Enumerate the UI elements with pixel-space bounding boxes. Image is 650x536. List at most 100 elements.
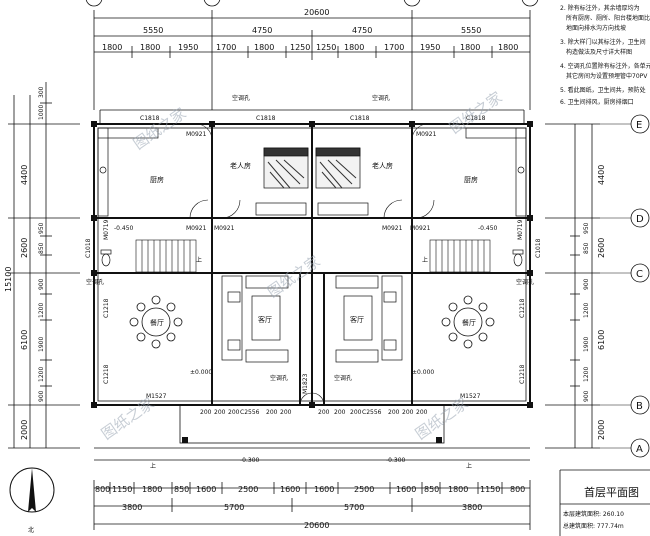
left-sub-dim-3: 950	[38, 222, 45, 234]
bottom-main-dim-4: 3800	[462, 503, 482, 512]
floor-area-line: 本层建筑面积: 260.10	[563, 510, 624, 518]
tag-up-porch-right: 上	[466, 462, 472, 470]
axis-bubbles-right	[630, 114, 650, 458]
dining-right-label: 餐厅	[462, 318, 476, 327]
bottom-main-dim-3: 5700	[344, 503, 364, 512]
axis-label-A: A	[636, 444, 643, 455]
note-line-5: 构造做法及尺寸详大样图	[566, 48, 632, 56]
bottom-sub-dim-5: 1600	[196, 485, 216, 494]
tag-c1818-1: C1818	[140, 115, 160, 122]
top-sub-dim-10: 1950	[420, 43, 440, 52]
axis-label-D: D	[636, 214, 644, 225]
ac-hole-bottom-left: 空调孔	[270, 374, 288, 382]
right-sub-dim-5: 1900	[583, 337, 590, 352]
left-sub-dim-1: 1000	[38, 105, 45, 120]
ac-hole-bottom-right: 空调孔	[334, 374, 352, 382]
axis-label-B: B	[636, 401, 643, 412]
tag-m0921-5: M0921	[382, 225, 403, 232]
level-minus030-left: -0.300	[240, 457, 260, 464]
left-sub-dim-5: 900	[38, 278, 45, 290]
level-minus030-right: -0.300	[386, 457, 406, 464]
tag-c1218-left-2: C1218	[103, 364, 110, 384]
left-sub-dim-7: 1900	[38, 337, 45, 352]
overall-width-top: 20600	[304, 8, 329, 17]
tag-up-right: 上	[422, 256, 428, 264]
ac-hole-top-left: 空调孔	[232, 94, 250, 102]
tag-c2556-left: C2556	[240, 409, 260, 416]
left-sub-dim-6: 1200	[38, 303, 45, 318]
right-sub-dim-4: 1200	[583, 303, 590, 318]
tag-up-left: 上	[196, 256, 202, 264]
tag-w200-5: 200	[280, 409, 292, 416]
axis-label-E: E	[636, 120, 642, 131]
elder-beds	[263, 147, 361, 189]
elder-room-left-label: 老人房	[230, 161, 251, 170]
left-main-dim-3: 6100	[20, 330, 29, 350]
sofa-sets	[221, 275, 403, 363]
bottom-sub-dim-1: 800	[95, 485, 110, 494]
watermark-3: 图纸之家	[264, 252, 323, 301]
dining-tables	[129, 295, 495, 349]
note-line-8: 5. 看此图纸，卫生间共，预防处	[560, 86, 646, 94]
tag-c1818-4: C1818	[466, 115, 486, 122]
top-axis-bubbles	[85, 0, 539, 7]
tag-w200-7: 200	[334, 409, 346, 416]
north-label: 北	[28, 526, 34, 534]
columns	[91, 121, 533, 443]
tag-m0921-6: M0921	[410, 225, 431, 232]
bottom-main-dim-2: 5700	[224, 503, 244, 512]
left-sub-dim-4: 850	[38, 242, 45, 254]
top-sub-dim-6: 1250	[290, 43, 310, 52]
top-main-dim-1: 5550	[143, 26, 163, 35]
top-sub-dim-5: 1800	[254, 43, 274, 52]
tag-m1527-right: M1527	[460, 393, 481, 400]
bottom-sub-dim-9: 2500	[354, 485, 374, 494]
tag-w200-8: 200	[350, 409, 362, 416]
tag-w200-11: 200	[416, 409, 428, 416]
right-sub-dim-3: 900	[583, 278, 590, 290]
top-sub-dim-8: 1800	[344, 43, 364, 52]
title-block	[559, 469, 650, 536]
sheet-title: 首层平面图	[584, 485, 639, 499]
kitchen-left-label: 厨房	[150, 175, 164, 184]
design-notes: 2. 除有标注外，其余墙厚均为 所有厨房、厕所、阳台楼地面比 地面向排水沟方向找…	[560, 4, 650, 106]
living-right-label: 客厅	[350, 315, 364, 324]
left-total-dim: 15100	[4, 267, 13, 292]
top-sub-dim-12: 1800	[498, 43, 518, 52]
right-sub-dim-6: 1200	[583, 367, 590, 382]
left-main-dim-4: 2000	[20, 420, 29, 440]
tag-c1218-right-2: C1218	[519, 364, 526, 384]
top-main-dim-4: 5550	[461, 26, 481, 35]
note-line-9: 6. 卫生间排风，厨房排烟口	[560, 98, 634, 106]
bottom-sub-dim-7: 1600	[280, 485, 300, 494]
right-main-dim-3: 6100	[597, 330, 606, 350]
note-line-1: 2. 除有标注外，其余墙厚均为	[560, 4, 640, 12]
tag-w200-6: 200	[318, 409, 330, 416]
left-sub-dim-2: 300	[38, 86, 45, 98]
top-sub-dim-4: 1700	[216, 43, 236, 52]
tag-w200-1: 200	[200, 409, 212, 416]
top-sub-dim-2: 1800	[140, 43, 160, 52]
right-main-dim-4: 2000	[597, 420, 606, 440]
total-area-line: 总建筑面积: 777.74m	[563, 522, 624, 530]
watermark-1: 图纸之家	[130, 104, 189, 153]
tag-c1818-2: C1818	[256, 115, 276, 122]
ac-hole-top-right: 空调孔	[372, 94, 390, 102]
note-line-7: 其它房间为设置预埋管中70PV	[566, 72, 648, 80]
level-zero-left: ±0.000	[190, 369, 212, 376]
tag-m0921-3: M0921	[186, 225, 207, 232]
top-main-dim-2: 4750	[252, 26, 272, 35]
note-line-4: 3. 除大样门以其标注外，卫生间	[560, 38, 646, 46]
tag-w200-4: 200	[266, 409, 278, 416]
tag-m0921-4: M0921	[214, 225, 235, 232]
stairs	[135, 239, 491, 273]
level-zero-right: ±0.000	[412, 369, 434, 376]
note-line-3: 地面向排水沟方向找坡	[566, 24, 626, 32]
tag-c1218-right-1: C1218	[519, 298, 526, 318]
top-sub-dim-7: 1250	[316, 43, 336, 52]
top-sub-dim-11: 1800	[460, 43, 480, 52]
tag-m0921-2: M0921	[416, 131, 437, 138]
note-line-2: 所有厨房、厕所、阳台楼地面比	[566, 14, 650, 22]
tag-up-porch-left: 上	[150, 462, 156, 470]
